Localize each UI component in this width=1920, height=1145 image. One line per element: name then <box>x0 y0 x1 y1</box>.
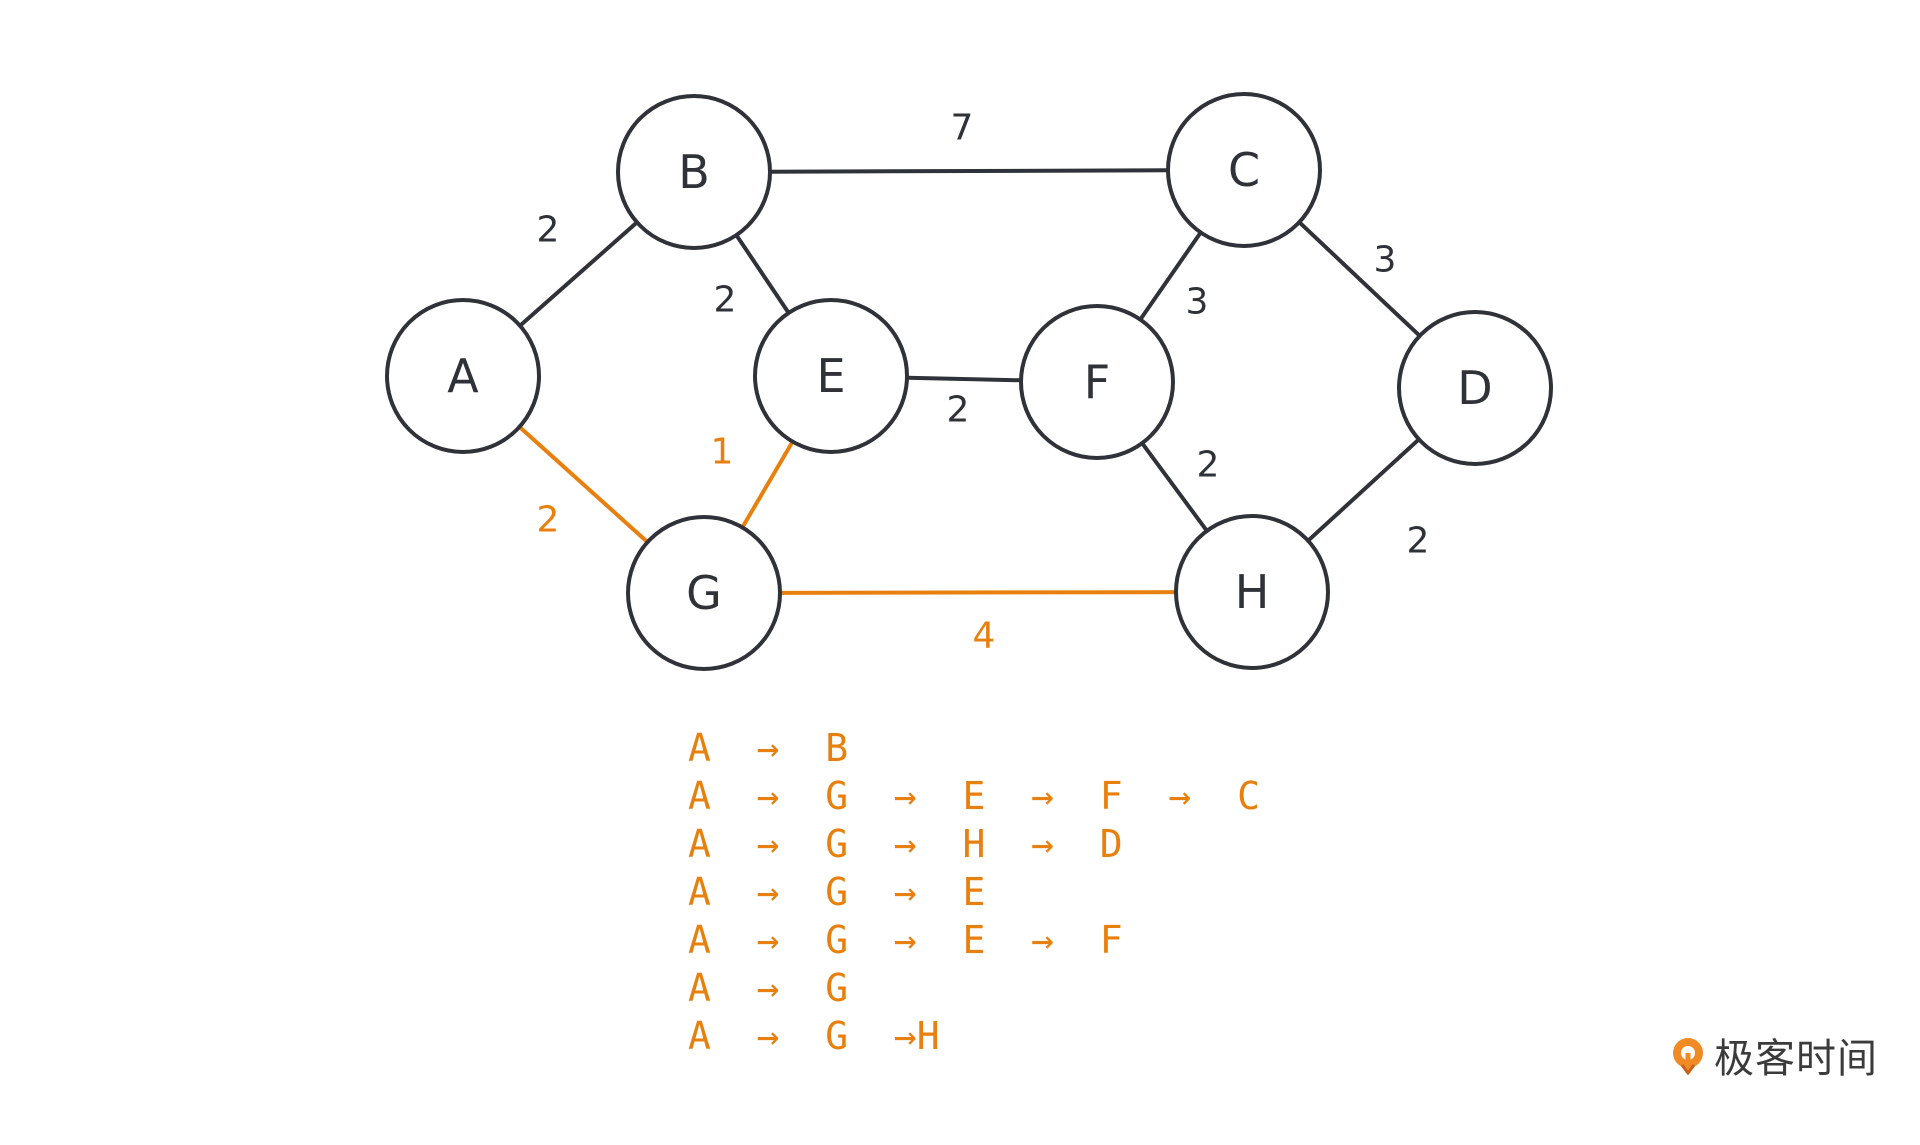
node-circle-G <box>626 515 782 671</box>
node-circle-B <box>616 94 772 250</box>
weights-layer: 2 7 2 3 3 2 2 2 2 1 4 <box>537 108 1430 657</box>
path-line: A → G → E → F <box>688 918 1123 962</box>
node-B: B <box>616 94 772 250</box>
edge-B-E <box>734 233 791 315</box>
edge-weight-B-C: 7 <box>951 108 974 149</box>
path-line: A → G → H → D <box>688 822 1123 866</box>
path-line: A → G → E <box>688 870 986 914</box>
node-circle-A <box>385 298 541 454</box>
node-label-B: B <box>678 145 710 199</box>
edge-G-E <box>740 440 795 529</box>
edge-B-C <box>769 168 1169 174</box>
edge-F-H <box>1140 441 1209 533</box>
shortest-paths-list: A → B A → G → E → F → C A → G → H → D A … <box>688 724 1260 1060</box>
edge-weight-G-H: 4 <box>973 616 996 657</box>
edge-weight-C-F: 3 <box>1186 282 1209 323</box>
node-label-A: A <box>447 349 479 403</box>
node-label-C: C <box>1228 143 1260 197</box>
edge-weight-C-D: 3 <box>1374 240 1397 281</box>
geektime-logo-icon <box>1673 1038 1703 1075</box>
edge-E-F <box>906 375 1022 383</box>
edge-weight-B-E: 2 <box>714 280 737 321</box>
node-label-F: F <box>1084 355 1110 409</box>
node-circle-H <box>1174 514 1330 670</box>
edge-A-B <box>518 220 639 328</box>
path-line: A → G <box>688 966 849 1010</box>
edge-weight-A-B: 2 <box>537 210 560 251</box>
edge-C-D <box>1297 220 1422 338</box>
node-label-G: G <box>686 566 722 620</box>
node-E: E <box>753 298 909 454</box>
logo-text: 极客时间 <box>1714 1036 1878 1082</box>
edge-weight-F-H: 2 <box>1197 445 1220 486</box>
node-label-H: H <box>1235 565 1270 619</box>
geektime-logo: 极客时间 <box>1668 1028 1878 1082</box>
edge-weight-G-E: 1 <box>711 432 734 473</box>
node-D: D <box>1397 310 1553 466</box>
edge-D-H <box>1306 437 1421 543</box>
node-label-E: E <box>816 349 845 403</box>
node-circle-E <box>753 298 909 454</box>
edges-layer <box>518 168 1422 595</box>
node-A: A <box>385 298 541 454</box>
node-G: G <box>626 515 782 671</box>
node-H: H <box>1174 514 1330 670</box>
nodes-layer: A B C D E F G H <box>385 92 1553 671</box>
edge-weight-D-H: 2 <box>1407 521 1430 562</box>
edge-weight-A-G: 2 <box>537 500 560 541</box>
node-C: C <box>1166 92 1322 248</box>
path-line: A → G →H <box>688 1014 940 1058</box>
node-circle-D <box>1397 310 1553 466</box>
edge-G-H <box>779 590 1177 595</box>
node-circle-F <box>1019 304 1175 460</box>
edge-weight-E-F: 2 <box>947 390 970 431</box>
edge-C-F <box>1138 231 1203 321</box>
path-line: A → G → E → F → C <box>688 774 1260 818</box>
edge-A-G <box>518 425 649 544</box>
node-circle-C <box>1166 92 1322 248</box>
node-F: F <box>1019 304 1175 460</box>
path-line: A → B <box>688 726 849 770</box>
node-label-D: D <box>1457 361 1492 415</box>
